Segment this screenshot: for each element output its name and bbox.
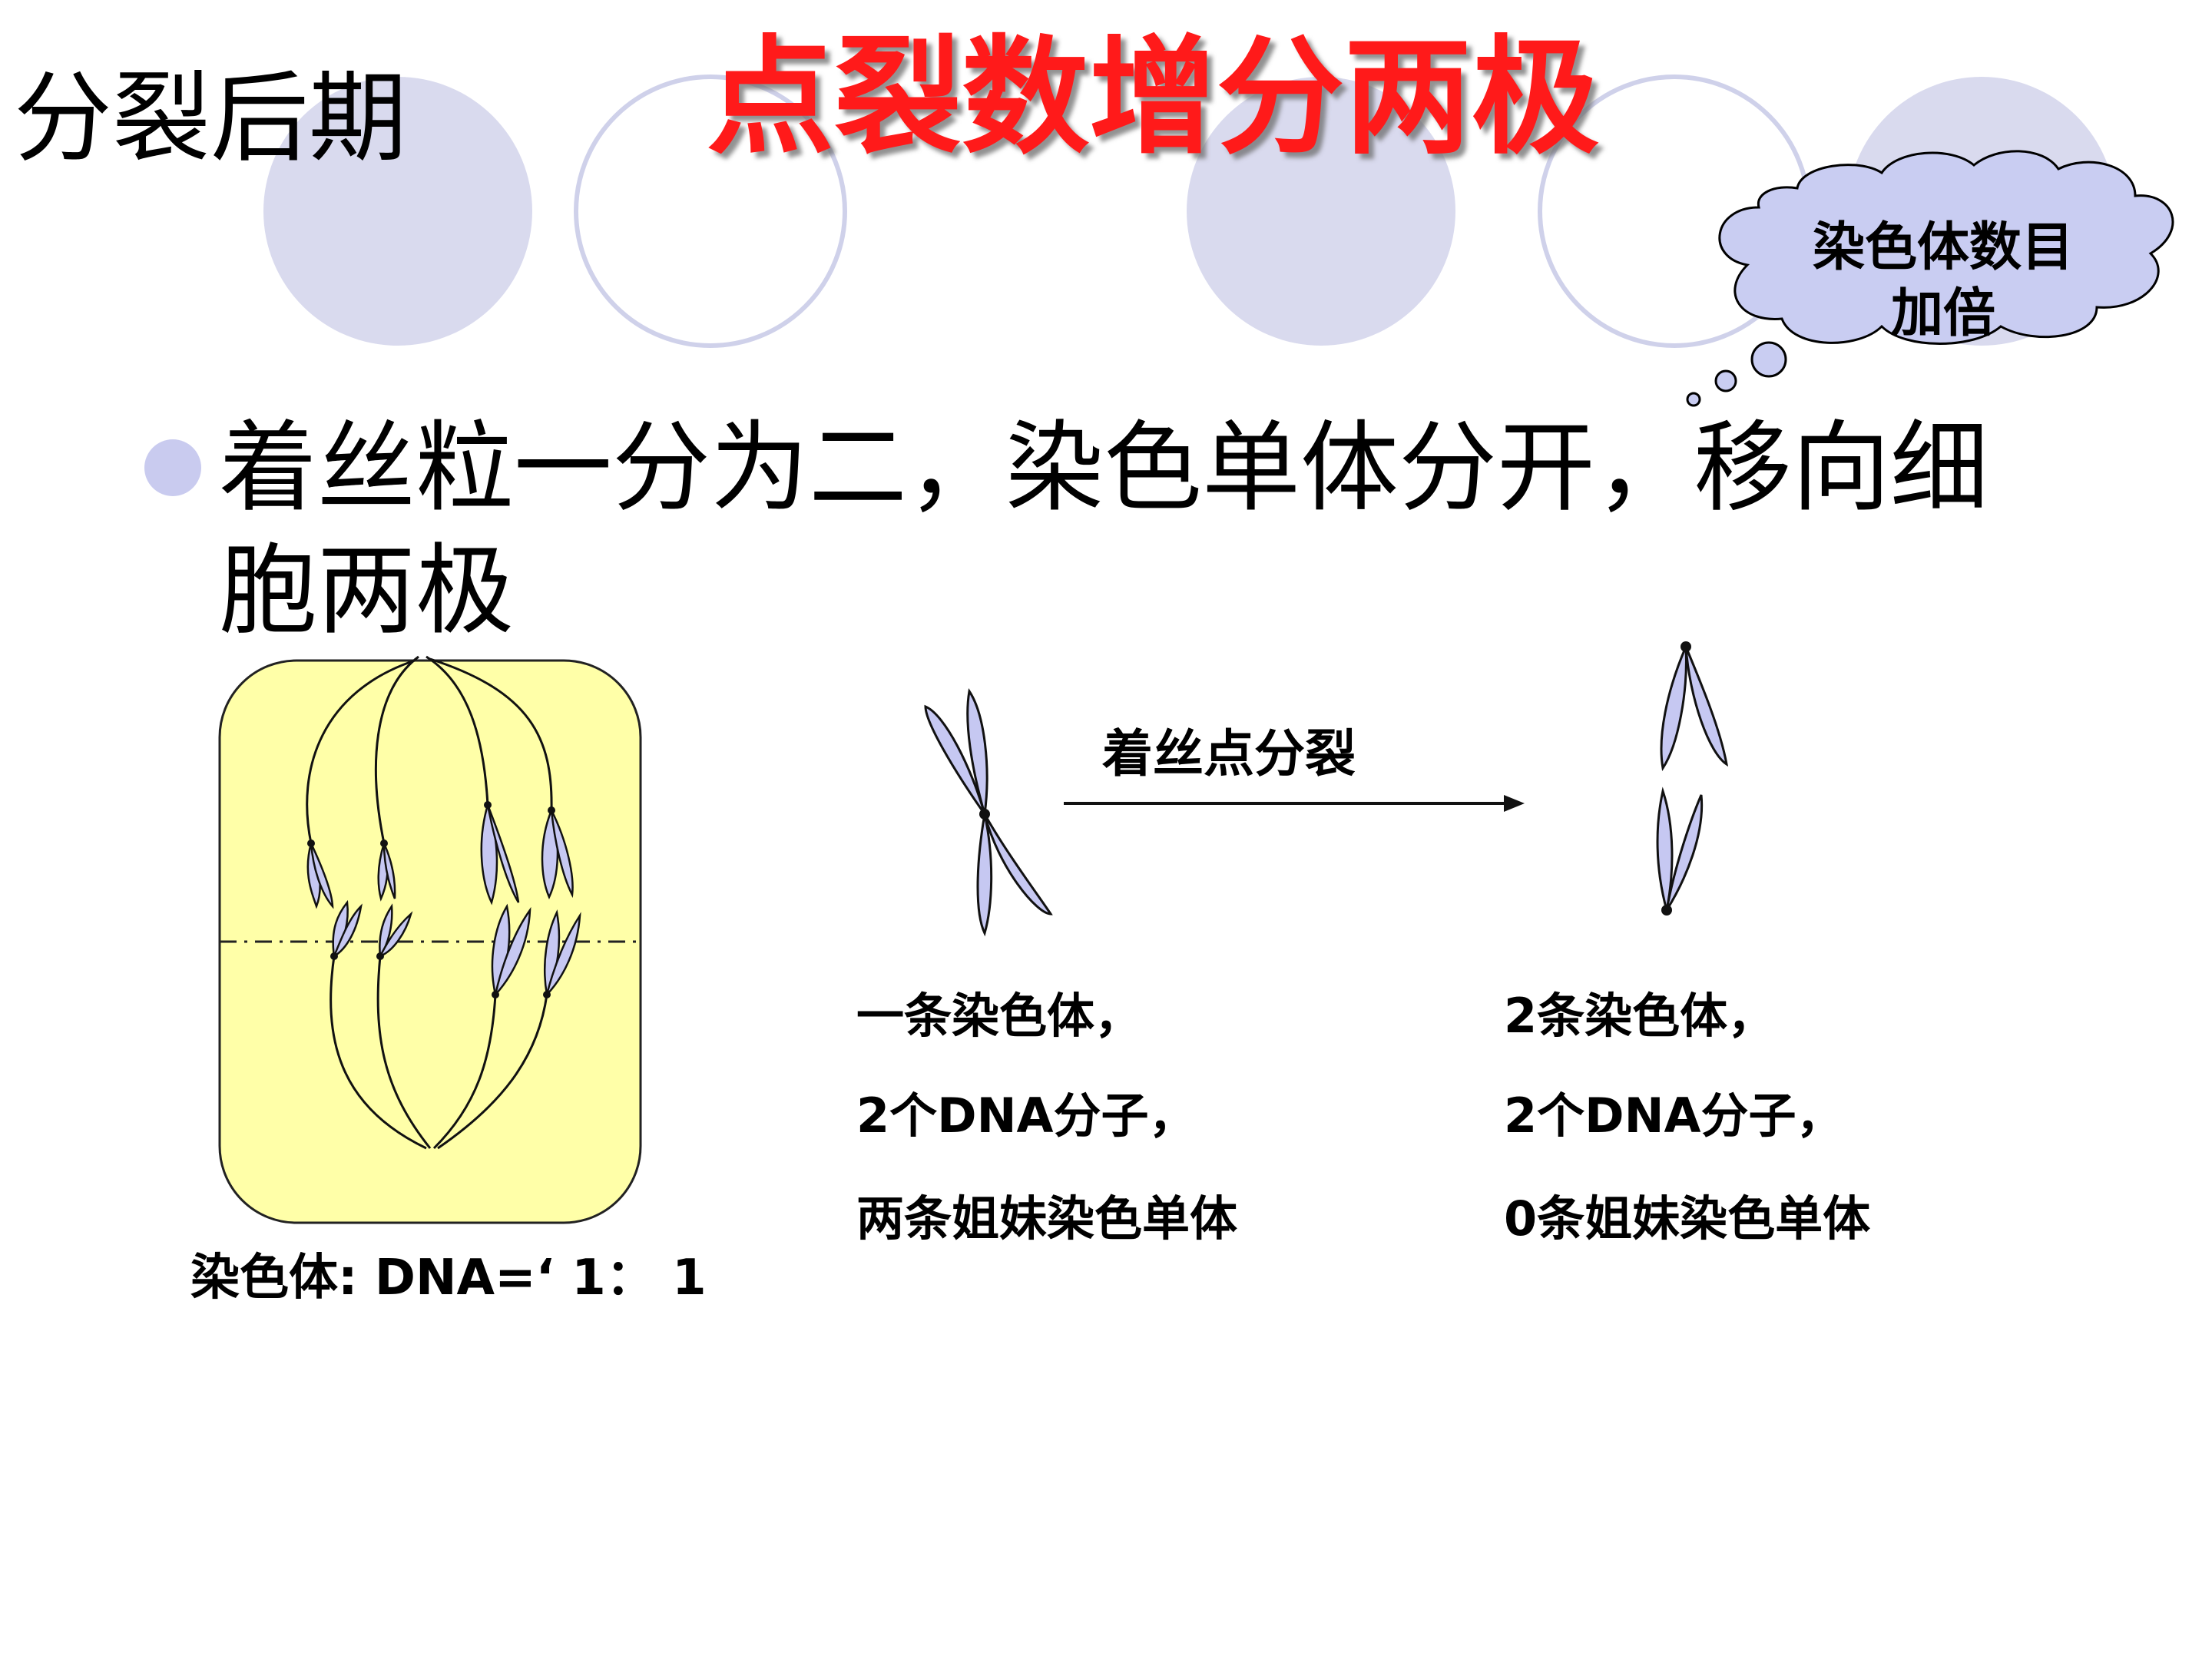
after-chromatid-count: 0条姐妹染色单体 — [1504, 1190, 1871, 1247]
decor-circle-3 — [1187, 77, 1455, 346]
chromosome-after — [1656, 646, 1729, 911]
slide-title: 点裂数增分两极 — [707, 24, 1599, 172]
after-chromosome-count: 2条染色体， — [1504, 988, 1776, 1044]
before-chromatid-count: 两条姐妹染色单体 — [856, 1190, 1238, 1247]
cell-centromeres — [307, 801, 555, 998]
daughter-chromatid-up — [1684, 646, 1729, 767]
before-chromosome-count: 一条染色体， — [856, 988, 1143, 1044]
cell-chromatid — [310, 843, 334, 909]
chromosome-dna-ratio: 染色体: DNA=‘ 1： 1 — [190, 1250, 707, 1306]
centromere-after-bottom — [1661, 905, 1672, 916]
cloud-shape — [1718, 150, 2174, 345]
daughter-chromatid-down — [1656, 786, 1674, 911]
cell-chromatid — [382, 843, 396, 899]
cell-chromatid — [378, 911, 413, 959]
cell-chromatid — [486, 804, 520, 903]
centromere-after-top — [1681, 641, 1691, 652]
chromatid-arm — [976, 813, 993, 937]
chromatid-arm — [966, 688, 988, 815]
bullet-text: 着丝粒一分为二，染色单体分开，移向细胞两极 — [219, 411, 1989, 648]
spindle-fibers — [306, 655, 553, 1150]
cloud-bubble-small — [1686, 392, 1701, 407]
cell-chromatid — [545, 912, 581, 998]
cloud-note: 染色体数目加倍 — [1812, 217, 2074, 344]
centromere-before — [979, 809, 990, 820]
decor-circle-2 — [574, 75, 847, 348]
arrow-head — [1504, 795, 1525, 812]
slide-subtitle: 分裂后期 — [14, 61, 408, 176]
chromatid-arm — [983, 813, 1053, 916]
cloud-bubble-medium — [1714, 369, 1737, 392]
cell-chromosomes — [306, 801, 581, 998]
daughter-chromatid-down — [1665, 794, 1704, 911]
cloud-bubble-large — [1750, 341, 1787, 378]
bullet-dot — [144, 439, 201, 496]
decor-circle-1 — [263, 77, 532, 346]
before-dna-count: 2个DNA分子， — [856, 1088, 1197, 1144]
arrow-label: 着丝点分裂 — [1102, 724, 1356, 783]
cell-chromatid — [493, 906, 531, 998]
cell-chromatid — [332, 903, 363, 959]
chromosome-before — [924, 688, 1053, 937]
after-dna-count: 2个DNA分子， — [1504, 1088, 1844, 1144]
cell-chromatid — [550, 810, 574, 899]
daughter-chromatid-up — [1660, 646, 1687, 771]
chromatid-arm — [924, 704, 986, 815]
